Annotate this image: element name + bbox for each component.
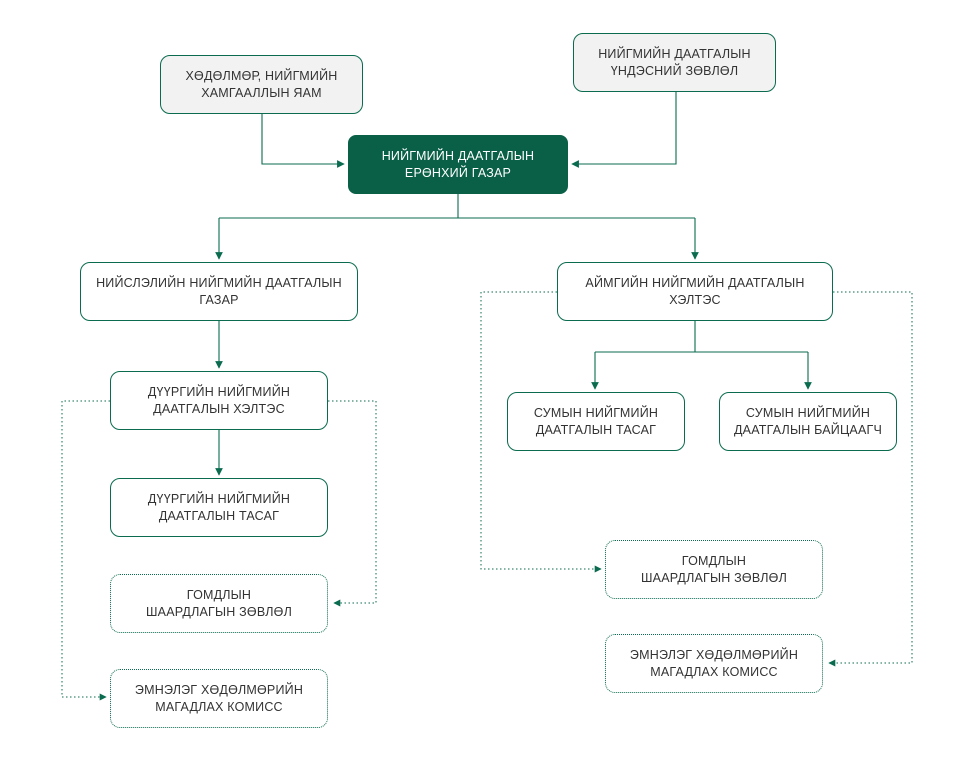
node-general-office-label: НИЙГМИЙН ДААТГАЛЫН ЕРӨНХИЙ ГАЗАР — [381, 148, 535, 180]
node-district-medical-label: ЭМНЭЛЭГ ХӨДӨЛМӨРИЙН МАГАДЛАХ КОМИСС — [134, 682, 304, 714]
connector-ministry-to-general — [261, 114, 345, 168]
dotted-district-to-complaints — [328, 400, 377, 607]
node-ministry-label: ХӨДӨЛМӨР, НИЙГМИЙН ХАМГААЛЛЫН ЯАМ — [185, 68, 338, 100]
node-council-label: НИЙГМИЙН ДААТГАЛЫН ҮНДЭСНИЙ ЗӨВЛӨЛ — [598, 46, 751, 78]
node-capital-office-label: НИЙСЛЭЛИЙН НИЙГМИЙН ДААТГАЛЫН ГАЗАР — [96, 275, 342, 307]
node-aimag-complaints: ГОМДЛЫН ШААРДЛАГЫН ЗӨВЛӨЛ — [605, 540, 823, 599]
dotted-aimag-to-complaints — [480, 291, 602, 573]
node-district-section: ДҮҮРГИЙН НИЙГМИЙН ДААТГАЛЫН ТАСАГ — [110, 478, 328, 537]
node-soum-inspector: СУМЫН НИЙГМИЙН ДААТГАЛЫН БАЙЦААГЧ — [719, 392, 897, 451]
connector-aimag-split — [595, 321, 808, 353]
connector-general-split — [219, 194, 695, 219]
dotted-aimag-to-medical — [828, 291, 913, 667]
node-aimag-complaints-label: ГОМДЛЫН ШААРДЛАГЫН ЗӨВЛӨЛ — [641, 553, 787, 585]
node-district-complaints-label: ГОМДЛЫН ШААРДЛАГЫН ЗӨВЛӨЛ — [146, 587, 292, 619]
node-ministry: ХӨДӨЛМӨР, НИЙГМИЙН ХАМГААЛЛЫН ЯАМ — [160, 55, 363, 114]
node-soum-section: СУМЫН НИЙГМИЙН ДААТГАЛЫН ТАСАГ — [507, 392, 685, 451]
node-general-office: НИЙГМИЙН ДААТГАЛЫН ЕРӨНХИЙ ГАЗАР — [348, 135, 568, 194]
node-aimag-dept: АЙМГИЙН НИЙГМИЙН ДААТГАЛЫН ХЭЛТЭС — [557, 262, 833, 321]
node-soum-section-label: СУМЫН НИЙГМИЙН ДААТГАЛЫН ТАСАГ — [533, 405, 659, 437]
node-aimag-dept-label: АЙМГИЙН НИЙГМИЙН ДААТГАЛЫН ХЭЛТЭС — [585, 275, 805, 307]
node-district-medical: ЭМНЭЛЭГ ХӨДӨЛМӨРИЙН МАГАДЛАХ КОМИСС — [110, 669, 328, 728]
node-district-complaints: ГОМДЛЫН ШААРДЛАГЫН ЗӨВЛӨЛ — [110, 574, 328, 633]
node-aimag-medical: ЭМНЭЛЭГ ХӨДӨЛМӨРИЙН МАГАДЛАХ КОМИСС — [605, 634, 823, 693]
dotted-district-to-medical — [61, 400, 110, 701]
node-capital-office: НИЙСЛЭЛИЙН НИЙГМИЙН ДААТГАЛЫН ГАЗАР — [80, 262, 358, 321]
node-council: НИЙГМИЙН ДААТГАЛЫН ҮНДЭСНИЙ ЗӨВЛӨЛ — [573, 33, 776, 92]
node-district-dept-label: ДҮҮРГИЙН НИЙГМИЙН ДААТГАЛЫН ХЭЛТЭС — [147, 384, 291, 416]
node-district-dept: ДҮҮРГИЙН НИЙГМИЙН ДААТГАЛЫН ХЭЛТЭС — [110, 371, 328, 430]
node-district-section-label: ДҮҮРГИЙН НИЙГМИЙН ДААТГАЛЫН ТАСАГ — [147, 491, 291, 523]
connector-council-to-general — [571, 92, 677, 168]
node-aimag-medical-label: ЭМНЭЛЭГ ХӨДӨЛМӨРИЙН МАГАДЛАХ КОМИСС — [629, 647, 799, 679]
node-soum-inspector-label: СУМЫН НИЙГМИЙН ДААТГАЛЫН БАЙЦААГЧ — [734, 405, 882, 437]
